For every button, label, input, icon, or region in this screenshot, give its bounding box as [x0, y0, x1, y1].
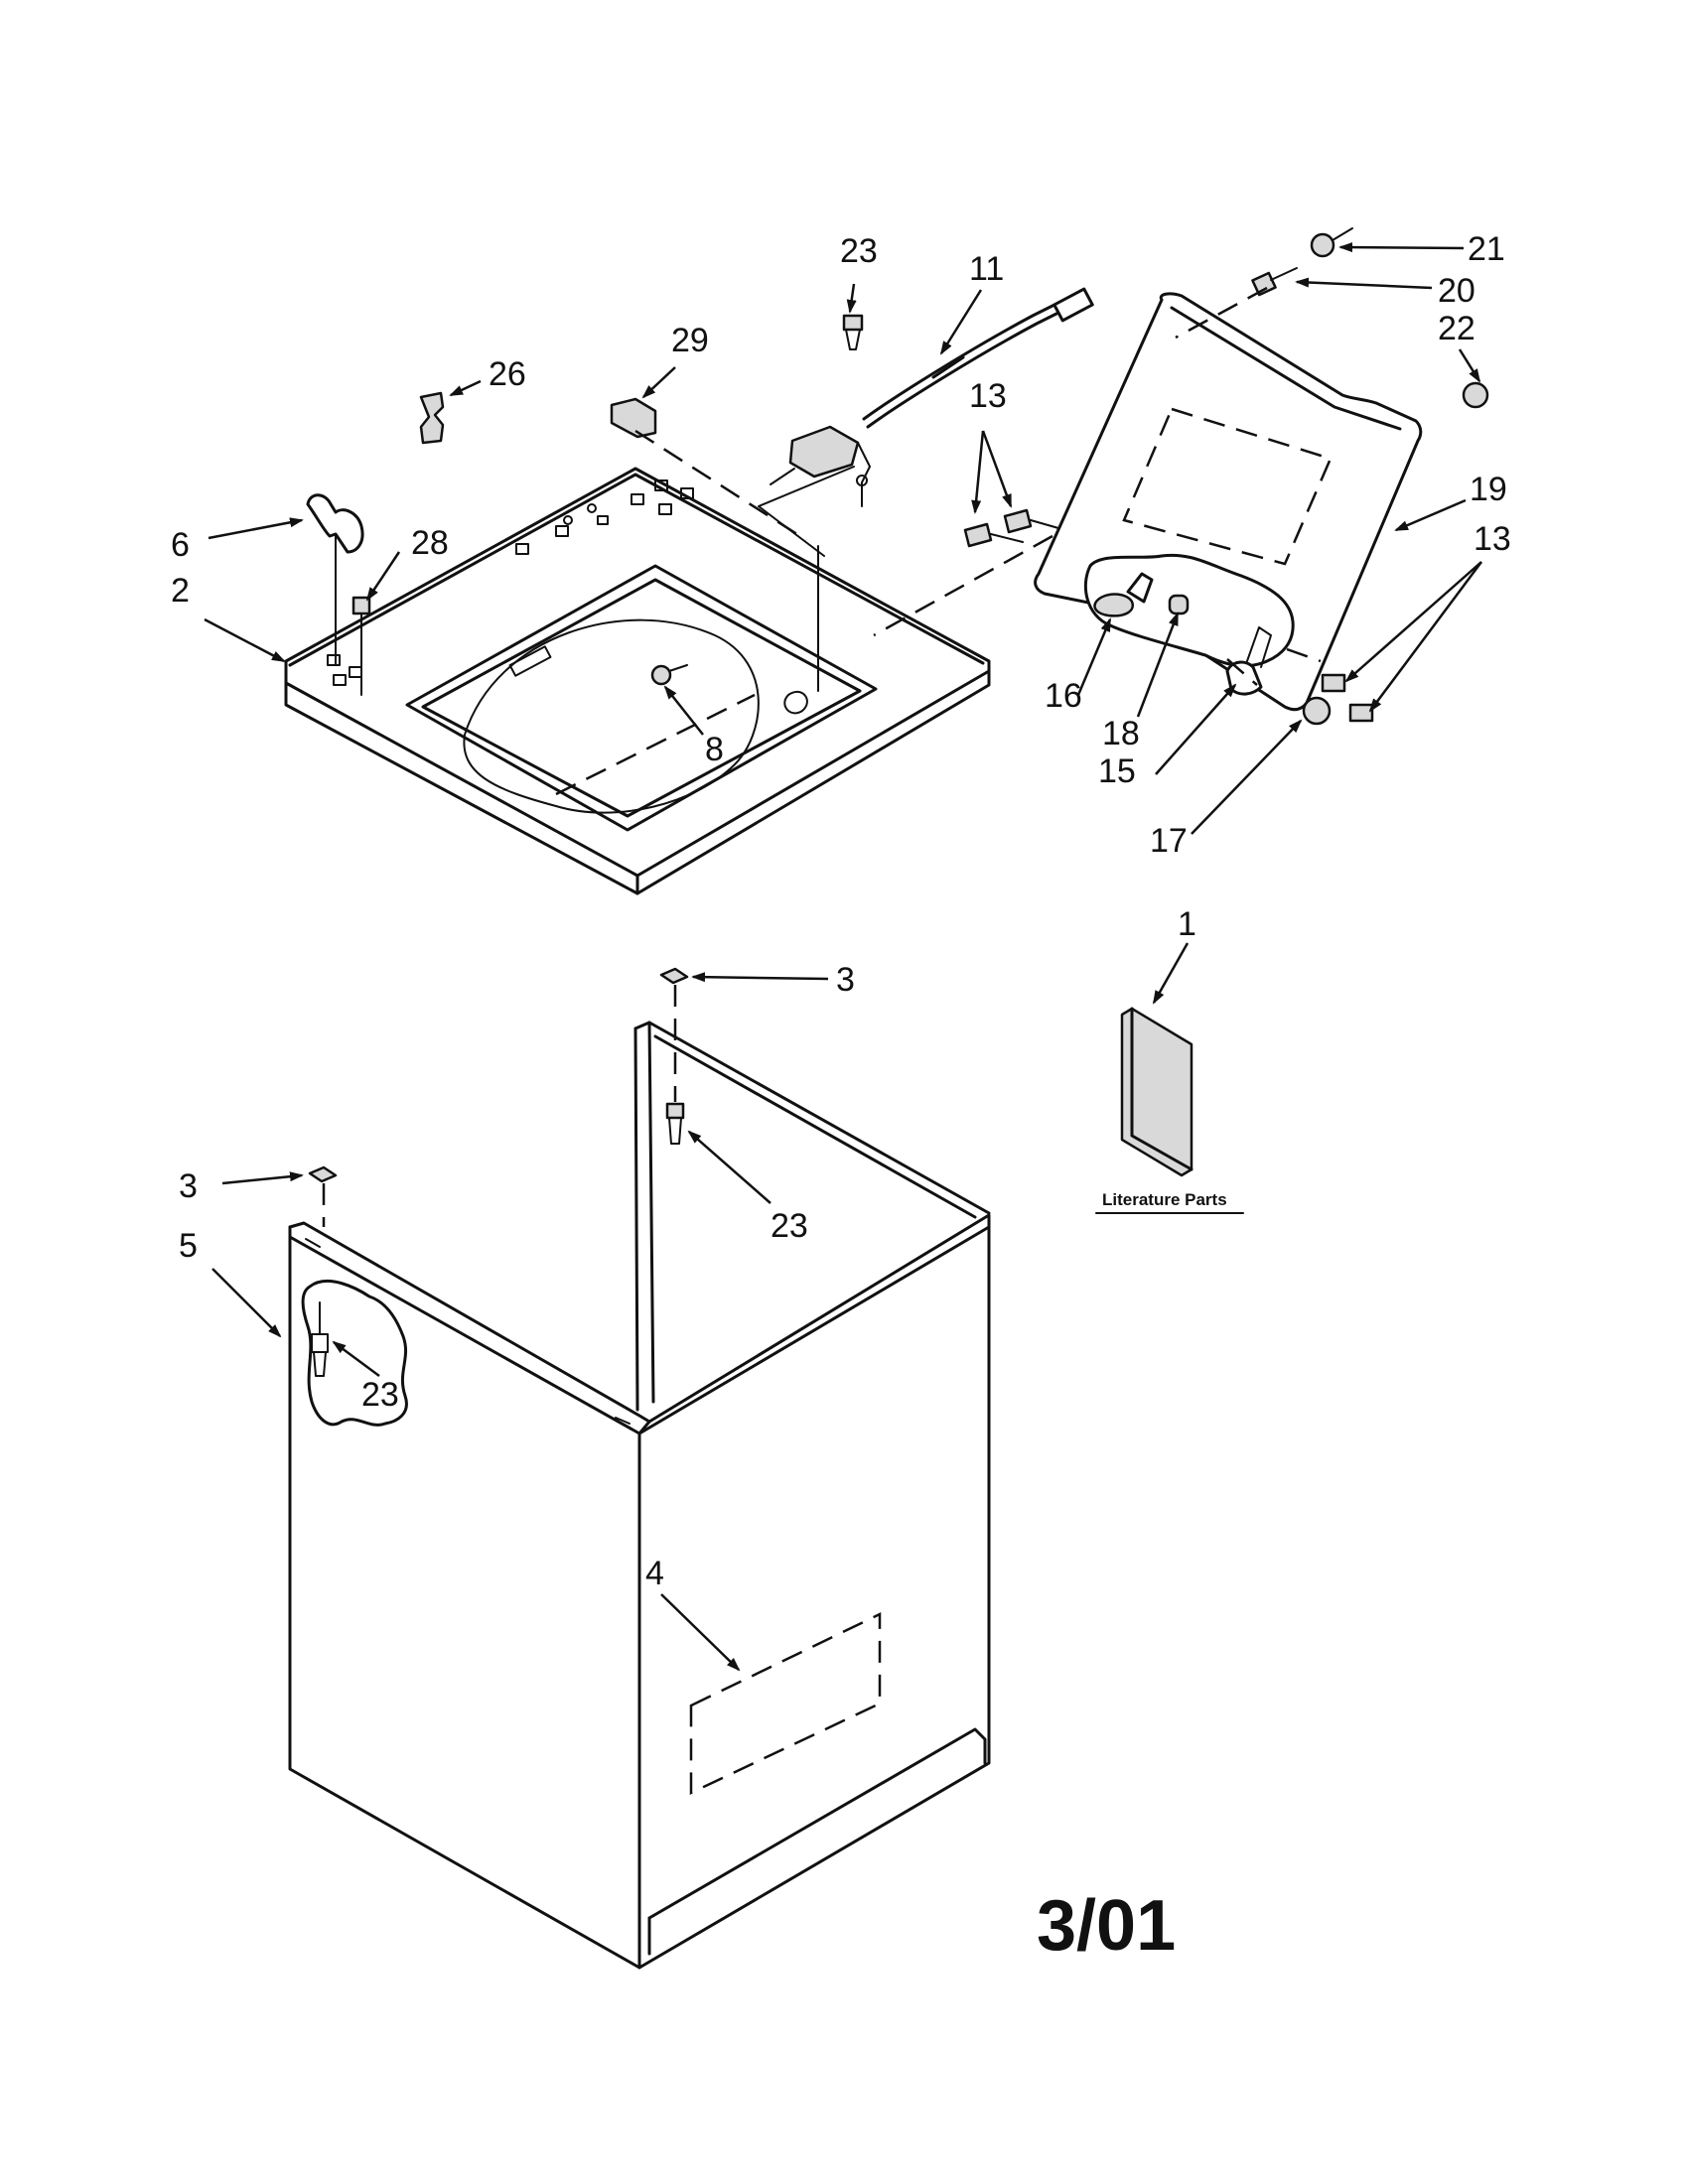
literature-book — [1120, 1007, 1193, 1177]
part-3-clip-left — [308, 1165, 338, 1183]
callout-18: 18 — [1102, 715, 1140, 752]
callout-1: 1 — [1178, 905, 1196, 943]
part-13-lower-screws — [1302, 673, 1374, 726]
callout-13-upper: 13 — [969, 377, 1007, 415]
callout-labels: 21 20 22 23 11 29 26 13 19 13 6 28 2 8 1… — [171, 230, 1511, 1592]
part-8-screw — [650, 664, 688, 686]
callout-23-top: 23 — [840, 232, 878, 270]
callout-26: 26 — [489, 355, 526, 393]
part-21-knob — [1310, 227, 1353, 258]
part-22-bumper — [1462, 381, 1489, 409]
part-28-clip — [351, 596, 371, 615]
callout-21: 21 — [1468, 230, 1505, 268]
guide-lines — [634, 286, 1322, 692]
part-3-clip-right — [659, 967, 689, 985]
callout-29: 29 — [671, 322, 709, 359]
callout-3-left: 3 — [179, 1167, 198, 1205]
part-16-18-hinge — [1093, 572, 1190, 617]
part-23-mid-screw — [665, 1102, 685, 1145]
part-23-top-screw — [842, 314, 864, 350]
callout-23-left: 23 — [361, 1376, 399, 1414]
callout-23-mid: 23 — [771, 1207, 808, 1245]
callout-arrows — [204, 242, 1483, 1672]
part-13-upper-screws — [963, 508, 1059, 548]
lid — [1034, 292, 1423, 712]
cabinet — [288, 1021, 991, 1970]
callout-5: 5 — [179, 1227, 198, 1265]
part-29-pad — [610, 397, 657, 439]
callout-13-lower: 13 — [1474, 520, 1511, 558]
callout-28: 28 — [411, 524, 449, 562]
part-20-pin — [1251, 267, 1298, 297]
callout-22: 22 — [1438, 310, 1475, 347]
callout-16: 16 — [1045, 677, 1082, 715]
callout-17: 17 — [1150, 822, 1188, 860]
top-panel — [284, 467, 991, 895]
revision-stamp: 3/01 — [1037, 1886, 1176, 1966]
part-26-clip — [419, 391, 445, 445]
callout-6: 6 — [171, 526, 190, 564]
callout-19: 19 — [1470, 471, 1507, 508]
callout-11: 11 — [969, 250, 1004, 288]
callout-3-right: 3 — [836, 961, 855, 999]
callout-8: 8 — [705, 731, 724, 768]
lid-switch-harness — [770, 287, 1094, 507]
literature-parts-label: Literature Parts — [1102, 1190, 1227, 1209]
part-6-clip — [306, 493, 364, 554]
cabinet-cutaway — [301, 1280, 408, 1427]
callout-15: 15 — [1098, 752, 1136, 790]
callout-2: 2 — [171, 572, 190, 610]
callout-4: 4 — [645, 1555, 664, 1592]
callout-20: 20 — [1438, 272, 1475, 310]
